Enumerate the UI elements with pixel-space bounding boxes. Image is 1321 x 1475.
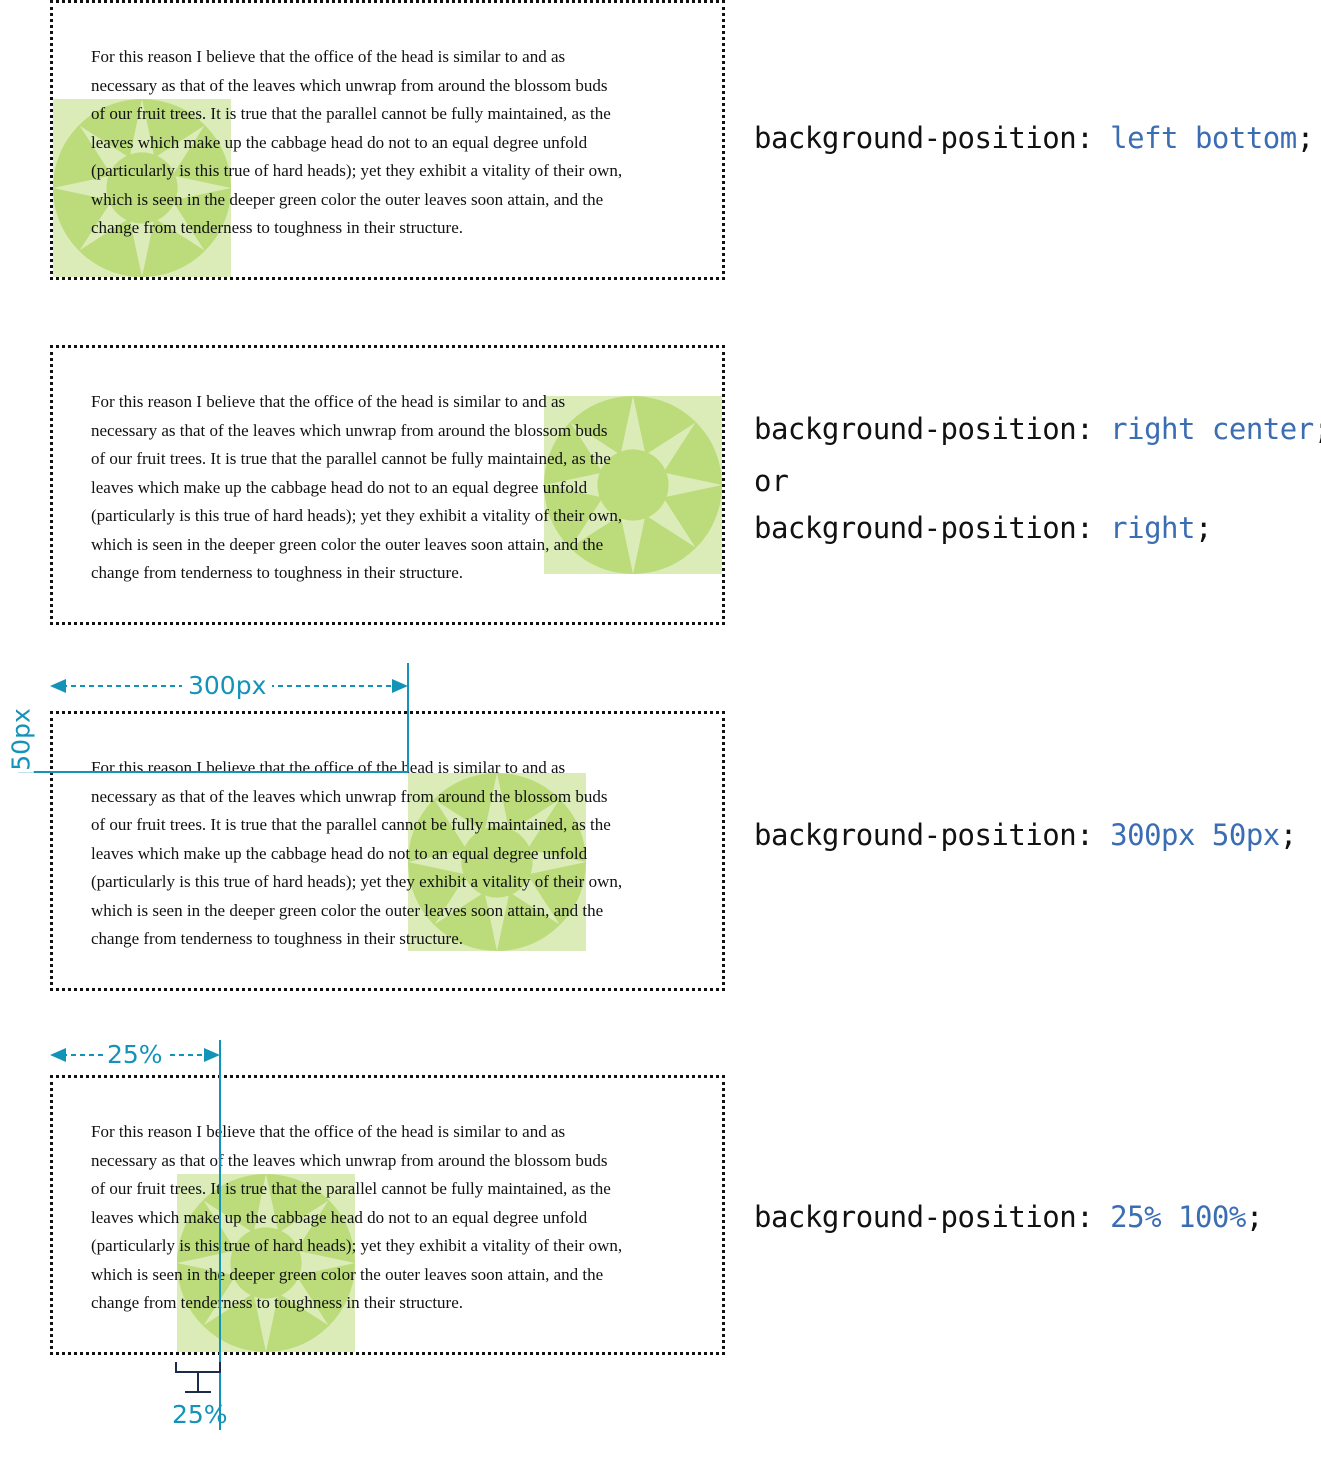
paragraph-line: leaves which make up the cabbage head do… xyxy=(91,1207,588,1227)
paragraph-line: change from tenderness to toughness in t… xyxy=(91,1293,464,1312)
arrowhead-left-icon xyxy=(50,679,66,693)
paragraph-line: (particularly is this true of hard heads… xyxy=(91,872,623,891)
demo-box-4: For this reason I believe that the offic… xyxy=(50,1075,725,1355)
sample-paragraph: For this reason I believe that the offic… xyxy=(91,43,711,243)
paragraph-line: necessary as that of the leaves which un… xyxy=(91,1150,608,1170)
code-value: 300px 50px xyxy=(1110,818,1280,852)
code-value: right center xyxy=(1110,412,1314,446)
label-25pct-image: 25% xyxy=(172,1400,228,1429)
code-line-3: background-position: 300px 50px; xyxy=(754,818,1297,852)
paragraph-line: change from tenderness to toughness in t… xyxy=(91,218,464,237)
paragraph-line: change from tenderness to toughness in t… xyxy=(91,929,464,948)
sample-paragraph: For this reason I believe that the offic… xyxy=(91,1118,711,1318)
paragraph-line: of our fruit trees. It is true that the … xyxy=(91,449,611,468)
paragraph-line: change from tenderness to toughness in t… xyxy=(91,563,464,582)
code-value: right xyxy=(1110,511,1195,545)
starburst-icon xyxy=(544,396,722,574)
sample-paragraph: For this reason I believe that the offic… xyxy=(91,754,711,954)
arrowhead-right-icon xyxy=(392,679,408,693)
starburst-icon xyxy=(408,773,586,951)
demo-box-3: For this reason I believe that the offic… xyxy=(50,711,725,991)
paragraph-line: which is seen in the deeper green color … xyxy=(91,189,604,209)
code-line-2a: background-position: right center; xyxy=(754,412,1321,446)
paragraph-line: For this reason I believe that the offic… xyxy=(91,47,566,66)
paragraph-line: leaves which make up the cabbage head do… xyxy=(91,132,588,152)
paragraph-line: which is seen in the deeper green color … xyxy=(91,900,604,920)
paragraph-line: necessary as that of the leaves which un… xyxy=(91,420,608,440)
code-value: 25% 100% xyxy=(1110,1200,1246,1234)
paragraph-line: of our fruit trees. It is true that the … xyxy=(91,104,611,123)
paragraph-line: of our fruit trees. It is true that the … xyxy=(91,815,611,834)
label-300px: 300px xyxy=(182,673,273,698)
paragraph-line: For this reason I believe that the offic… xyxy=(91,758,566,777)
arrowhead-left-icon xyxy=(50,1048,66,1062)
sample-paragraph: For this reason I believe that the offic… xyxy=(91,388,711,588)
label-50px: 50px xyxy=(6,706,36,773)
paragraph-line: (particularly is this true of hard heads… xyxy=(91,1236,623,1255)
starburst-icon xyxy=(177,1174,355,1352)
paragraph-line: which is seen in the deeper green color … xyxy=(91,1264,604,1284)
background-image-sample xyxy=(408,773,586,951)
bracket-25pct-image xyxy=(175,1362,221,1373)
code-value: left bottom xyxy=(1110,121,1297,155)
paragraph-line: (particularly is this true of hard heads… xyxy=(91,161,623,180)
paragraph-line: leaves which make up the cabbage head do… xyxy=(91,477,588,497)
label-25pct-box: 25% xyxy=(104,1042,166,1067)
demo-box-2: For this reason I believe that the offic… xyxy=(50,345,725,625)
background-image-sample xyxy=(177,1174,355,1352)
starburst-icon xyxy=(53,99,231,277)
code-line-1: background-position: left bottom; xyxy=(754,121,1314,155)
paragraph-line: which is seen in the deeper green color … xyxy=(91,534,604,554)
paragraph-line: necessary as that of the leaves which un… xyxy=(91,786,608,806)
paragraph-line: leaves which make up the cabbage head do… xyxy=(91,843,588,863)
paragraph-line: For this reason I believe that the offic… xyxy=(91,392,566,411)
code-line-2b: background-position: right; xyxy=(754,511,1212,545)
code-line-4: background-position: 25% 100%; xyxy=(754,1200,1263,1234)
paragraph-line: of our fruit trees. It is true that the … xyxy=(91,1179,611,1198)
paragraph-line: necessary as that of the leaves which un… xyxy=(91,75,608,95)
background-image-sample xyxy=(53,99,231,277)
paragraph-line: (particularly is this true of hard heads… xyxy=(91,506,623,525)
paragraph-line: For this reason I believe that the offic… xyxy=(91,1122,566,1141)
background-image-sample xyxy=(544,396,722,574)
arrowhead-right-icon xyxy=(204,1048,220,1062)
code-connector: or xyxy=(754,464,789,498)
demo-box-1: For this reason I believe that the offic… xyxy=(50,0,725,280)
